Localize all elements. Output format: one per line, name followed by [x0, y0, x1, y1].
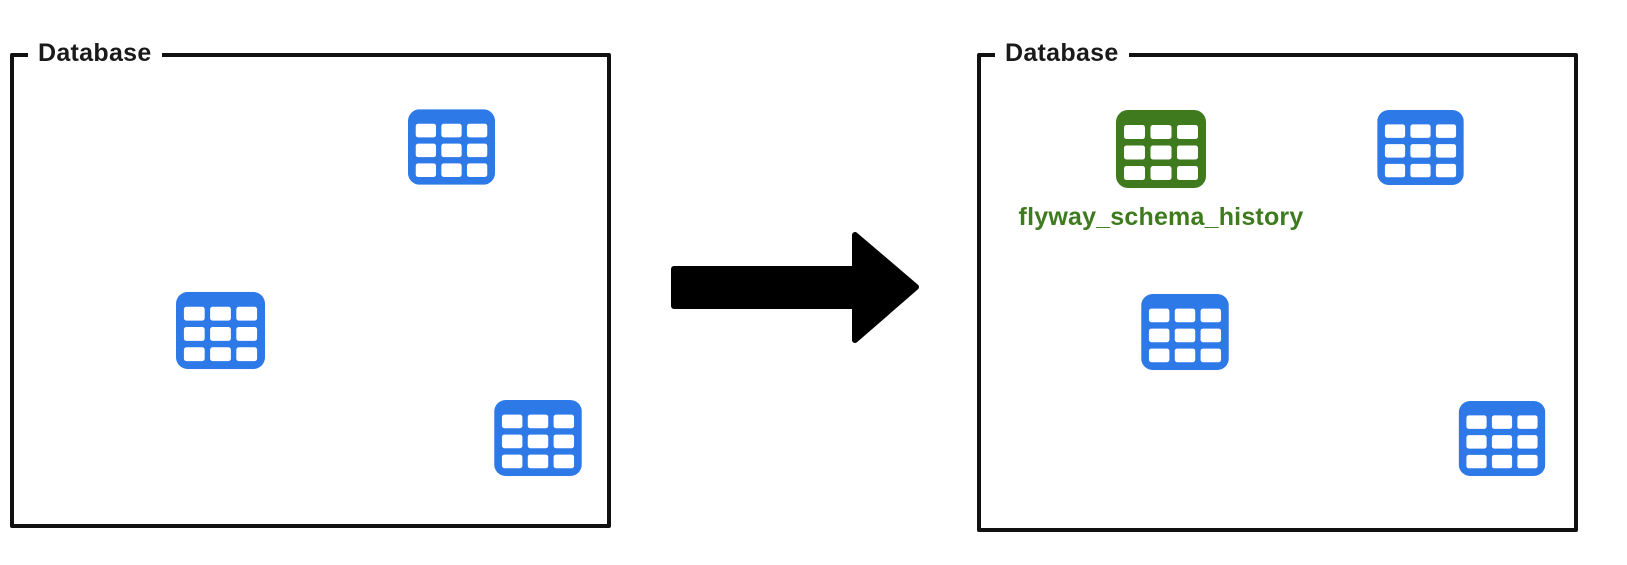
- table-icon: [1140, 294, 1230, 370]
- right-arrow-icon: [671, 232, 919, 343]
- table-icon: [408, 108, 495, 186]
- database-before-panel: Database: [10, 39, 611, 528]
- flyway-table-label: flyway_schema_history: [1018, 203, 1304, 231]
- panel-label: Database: [995, 39, 1129, 68]
- table-icon: [493, 400, 583, 476]
- table-icon: [1458, 401, 1546, 476]
- table-icon: [176, 291, 265, 370]
- panel-label: Database: [28, 39, 162, 68]
- database-after-panel: Database flyway_schema_history: [977, 39, 1578, 532]
- flyway-table-icon: [1115, 110, 1207, 188]
- table-icon: [1376, 110, 1465, 185]
